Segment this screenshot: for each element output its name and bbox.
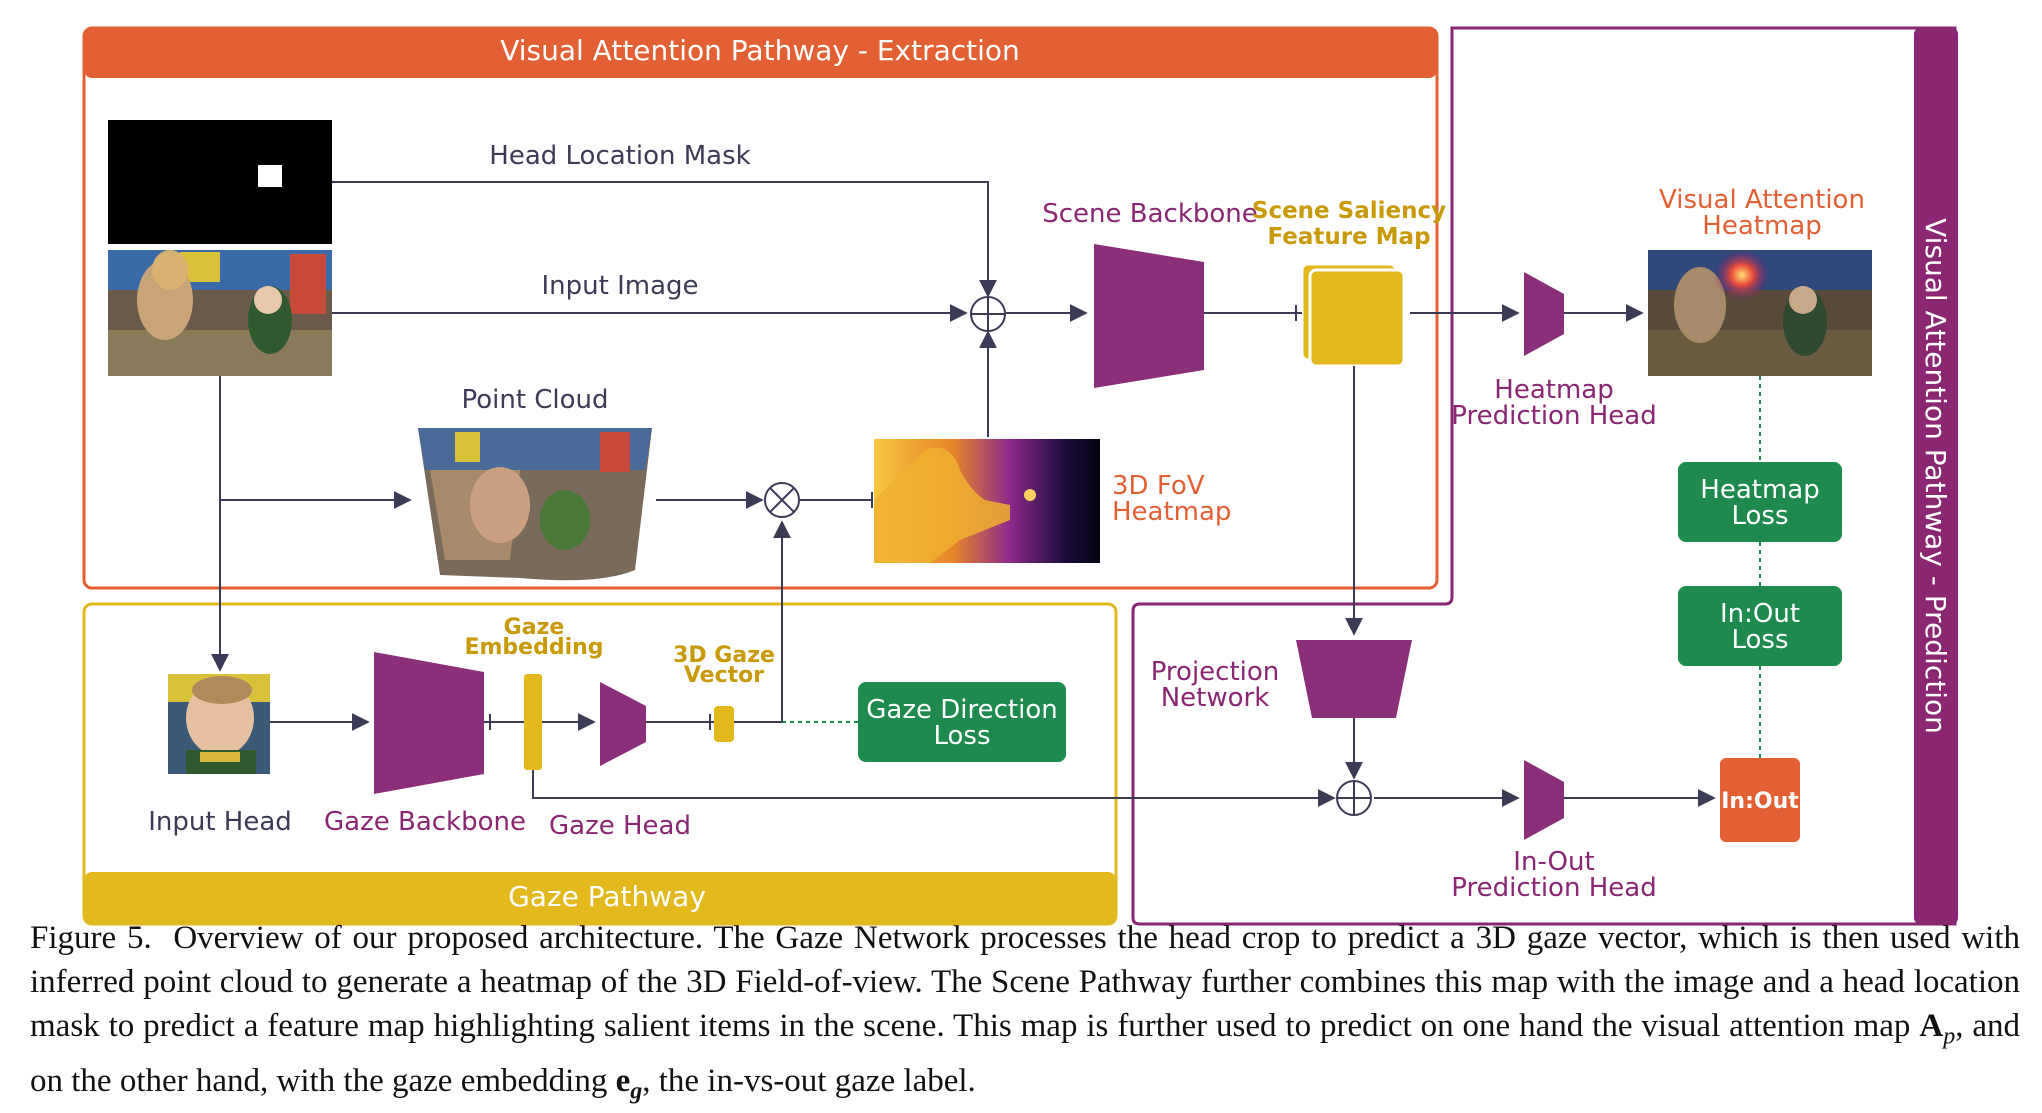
gaze-head-label: Gaze Head	[549, 811, 691, 841]
projection-network-label-2: Network	[1161, 683, 1270, 713]
gaze-backbone-label: Gaze Backbone	[324, 807, 526, 837]
input-head-image	[168, 674, 270, 774]
caption-text-part1: Overview of our proposed architecture. T…	[30, 920, 2020, 1044]
inout-loss-box	[1678, 586, 1842, 666]
extraction-title: Visual Attention Pathway - Extraction	[500, 34, 1020, 67]
gaze-embedding-label-2: Embedding	[464, 635, 603, 660]
heatmap-prediction-head-label-1: Heatmap	[1494, 375, 1613, 405]
inout-loss-text-2: Loss	[1731, 625, 1788, 655]
caption-figure-number: Figure 5.	[30, 920, 152, 956]
heatmap-prediction-head-label-2: Prediction Head	[1451, 401, 1656, 431]
gaze-section: Gaze Pathway	[82, 602, 1118, 926]
fov-heatmap-label-1: 3D FoV	[1112, 471, 1205, 501]
caption-subscript-g: g	[630, 1078, 643, 1105]
gaze-title: Gaze Pathway	[508, 880, 706, 913]
loss-dashed-links	[782, 376, 1761, 758]
sum-operator-scene	[970, 296, 1006, 332]
input-image-photo	[108, 250, 332, 376]
heatmap-loss-text-1: Heatmap	[1700, 475, 1819, 505]
gaze-embedding-label-1: Gaze	[504, 615, 565, 640]
caption-text-part2: , and on the other hand, with the gaze e…	[30, 1008, 2021, 1099]
product-operator-fov	[764, 482, 800, 518]
sum-operator-inout	[1336, 780, 1372, 816]
scene-backbone-label: Scene Backbone	[1042, 199, 1258, 229]
extraction-header	[84, 28, 1437, 78]
gaze-vector-label-1: 3D Gaze	[673, 643, 775, 668]
scene-backbone-block	[1094, 244, 1204, 388]
caption-symbol-e: e	[615, 1062, 631, 1099]
scene-saliency-label-2: Feature Map	[1267, 224, 1430, 250]
prediction-title: Visual Attention Pathway - Prediction	[1919, 218, 1952, 734]
visual-attention-heatmap-label-2: Heatmap	[1702, 211, 1821, 241]
visual-attention-heatmap-label-1: Visual Attention	[1659, 185, 1865, 215]
gaze-direction-loss-text-2: Loss	[933, 721, 990, 751]
projection-network-block	[1296, 640, 1412, 718]
inout-output-box	[1720, 758, 1800, 842]
gaze-vector-label-2: Vector	[684, 663, 764, 688]
heatmap-loss-text-2: Loss	[1731, 501, 1788, 531]
gaze-head-block	[600, 682, 646, 766]
gaze-backbone-block	[374, 652, 484, 794]
heatmap-loss-box	[1678, 462, 1842, 542]
prediction-section: Visual Attention Pathway - Prediction	[1131, 26, 1958, 926]
gaze-embedding-block	[524, 674, 542, 770]
visual-attention-heatmap-image	[1648, 249, 1872, 376]
prediction-sidebar	[1914, 28, 1958, 924]
heatmap-prediction-head-block	[1524, 272, 1564, 356]
caption-text-part3: , the in-vs-out gaze label.	[642, 1062, 976, 1099]
inout-output-text: In:Out	[1721, 789, 1799, 814]
figure-caption: Figure 5. Overview of our proposed archi…	[30, 916, 2020, 1113]
projection-network-label-1: Projection	[1151, 657, 1280, 687]
scene-saliency-feature-map	[1300, 262, 1406, 368]
extraction-section: Visual Attention Pathway - Extraction	[82, 26, 1439, 590]
inout-loss-text-1: In:Out	[1720, 599, 1800, 629]
caption-subscript-p: p	[1943, 1023, 1956, 1050]
head-location-mask-label: Head Location Mask	[489, 141, 750, 171]
caption-symbol-a: A	[1919, 1008, 1944, 1044]
head-location-mask-image	[108, 120, 332, 244]
gaze-header	[84, 872, 1116, 924]
gaze-vector-block	[714, 706, 734, 742]
scene-saliency-label-1: Scene Saliency	[1252, 198, 1446, 224]
point-cloud-image	[418, 428, 652, 581]
input-image-label: Input Image	[541, 271, 698, 301]
inout-prediction-head-block	[1524, 760, 1564, 840]
fov-heatmap-image	[874, 439, 1100, 563]
inout-prediction-head-label-2: Prediction Head	[1451, 873, 1656, 903]
connectors	[211, 181, 1716, 807]
fov-heatmap-label-2: Heatmap	[1112, 497, 1231, 527]
input-head-label: Input Head	[148, 807, 292, 837]
point-cloud-label: Point Cloud	[461, 385, 608, 415]
gaze-direction-loss-box	[858, 682, 1066, 762]
gaze-direction-loss-text-1: Gaze Direction	[866, 695, 1057, 725]
inout-prediction-head-label-1: In-Out	[1513, 847, 1594, 877]
